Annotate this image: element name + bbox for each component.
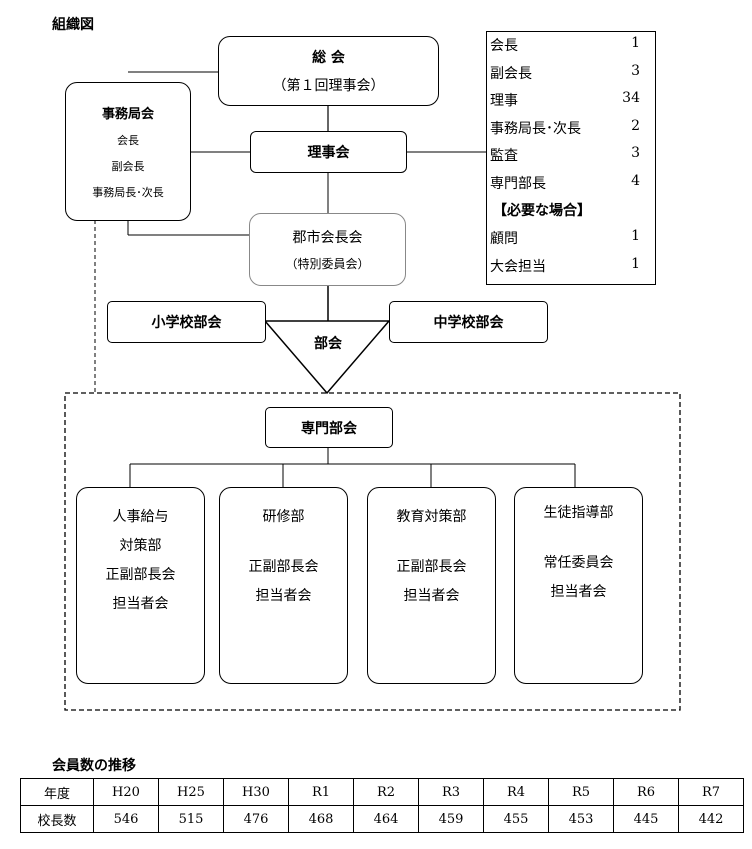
board-label: 理事会 xyxy=(307,145,350,161)
year-cell: R2 xyxy=(353,778,419,806)
members-title: 会員数の推移 xyxy=(52,758,136,774)
department-line: 正副部長会 xyxy=(396,559,467,575)
department-name: 生徒指導部 xyxy=(543,505,614,521)
department-name: 人事給与 xyxy=(112,509,169,525)
count-cell: 546 xyxy=(93,805,159,833)
count-cell: 464 xyxy=(353,805,419,833)
count-cell: 455 xyxy=(483,805,549,833)
senmon-label: 専門部会 xyxy=(301,420,357,437)
year-cell: H30 xyxy=(223,778,289,806)
secretariat-title: 事務局会 xyxy=(101,107,154,122)
header-label-cell: 年度 xyxy=(20,778,94,806)
city-chairs-subtitle: （特別委員会） xyxy=(285,257,370,271)
position-row: 専門部長 4 xyxy=(490,173,640,192)
senmon-box: 専門部会 xyxy=(265,407,393,448)
year-cell: H25 xyxy=(158,778,224,806)
year-cell: R6 xyxy=(613,778,679,806)
count-cell: 515 xyxy=(158,805,224,833)
department-name: 教育対策部 xyxy=(396,509,467,525)
department-box: 生徒指導部 常任委員会 担当者会 xyxy=(514,487,643,684)
board-box: 理事会 xyxy=(250,131,407,173)
secretariat-item: 副会長 xyxy=(111,160,145,173)
junior-high-label: 中学校部会 xyxy=(433,315,504,331)
position-row: 大会担当 1 xyxy=(490,256,640,275)
department-name: 研修部 xyxy=(262,509,305,525)
department-box: 人事給与 対策部 正副部長会 担当者会 xyxy=(76,487,205,684)
department-line: 正副部長会 xyxy=(105,567,176,583)
position-row: 事務局長･次長 2 xyxy=(490,118,640,137)
positions-note: 【必要な場合】 xyxy=(493,203,591,219)
position-row: 監査 3 xyxy=(490,145,640,164)
count-cell: 476 xyxy=(223,805,289,833)
department-name: 対策部 xyxy=(119,538,162,554)
junior-high-box: 中学校部会 xyxy=(389,301,548,343)
year-cell: R3 xyxy=(418,778,484,806)
count-cell: 459 xyxy=(418,805,484,833)
count-cell: 453 xyxy=(548,805,614,833)
count-cell: 445 xyxy=(613,805,679,833)
department-line: 担当者会 xyxy=(550,584,607,600)
table-row: 年度 H20 H25 H30 R1 R2 R3 R4 R5 R6 R7 xyxy=(20,778,744,806)
row-label-cell: 校長数 xyxy=(20,805,94,833)
general-meeting-title: 総 会 xyxy=(312,50,345,66)
general-meeting-box: 総 会 （第１回理事会） xyxy=(218,36,439,106)
bukai-label: 部会 xyxy=(314,336,342,352)
positions-box: 会長 1 副会長 3 理事 34 事務局長･次長 2 監査 3 専門部長 4 【… xyxy=(486,31,656,285)
count-cell: 442 xyxy=(678,805,744,833)
diagram-title: 組織図 xyxy=(52,17,94,33)
position-row: 副会長 3 xyxy=(490,63,640,82)
city-chairs-title: 郡市会長会 xyxy=(292,230,363,246)
department-line: 担当者会 xyxy=(255,588,312,604)
year-cell: R4 xyxy=(483,778,549,806)
secretariat-item: 会長 xyxy=(117,134,139,147)
year-cell: R7 xyxy=(678,778,744,806)
position-row: 会長 1 xyxy=(490,35,640,54)
count-cell: 468 xyxy=(288,805,354,833)
position-row: 理事 34 xyxy=(490,90,640,109)
year-cell: H20 xyxy=(93,778,159,806)
department-line: 担当者会 xyxy=(112,596,169,612)
department-box: 教育対策部 正副部長会 担当者会 xyxy=(367,487,496,684)
year-cell: R1 xyxy=(288,778,354,806)
year-cell: R5 xyxy=(548,778,614,806)
secretariat-box: 事務局会 会長 副会長 事務局長･次長 xyxy=(65,82,191,221)
department-line: 正副部長会 xyxy=(248,559,319,575)
city-chairs-box: 郡市会長会 （特別委員会） xyxy=(249,213,406,286)
department-line: 常任委員会 xyxy=(543,555,614,571)
department-box: 研修部 正副部長会 担当者会 xyxy=(219,487,348,684)
elementary-label: 小学校部会 xyxy=(151,315,222,331)
department-line: 担当者会 xyxy=(403,588,460,604)
secretariat-item: 事務局長･次長 xyxy=(92,186,164,199)
table-row: 校長数 546 515 476 468 464 459 455 453 445 … xyxy=(20,805,744,833)
general-meeting-subtitle: （第１回理事会） xyxy=(272,78,385,94)
members-table: 年度 H20 H25 H30 R1 R2 R3 R4 R5 R6 R7 校長数 … xyxy=(20,778,744,833)
elementary-box: 小学校部会 xyxy=(107,301,266,343)
position-row: 顧問 1 xyxy=(490,228,640,247)
